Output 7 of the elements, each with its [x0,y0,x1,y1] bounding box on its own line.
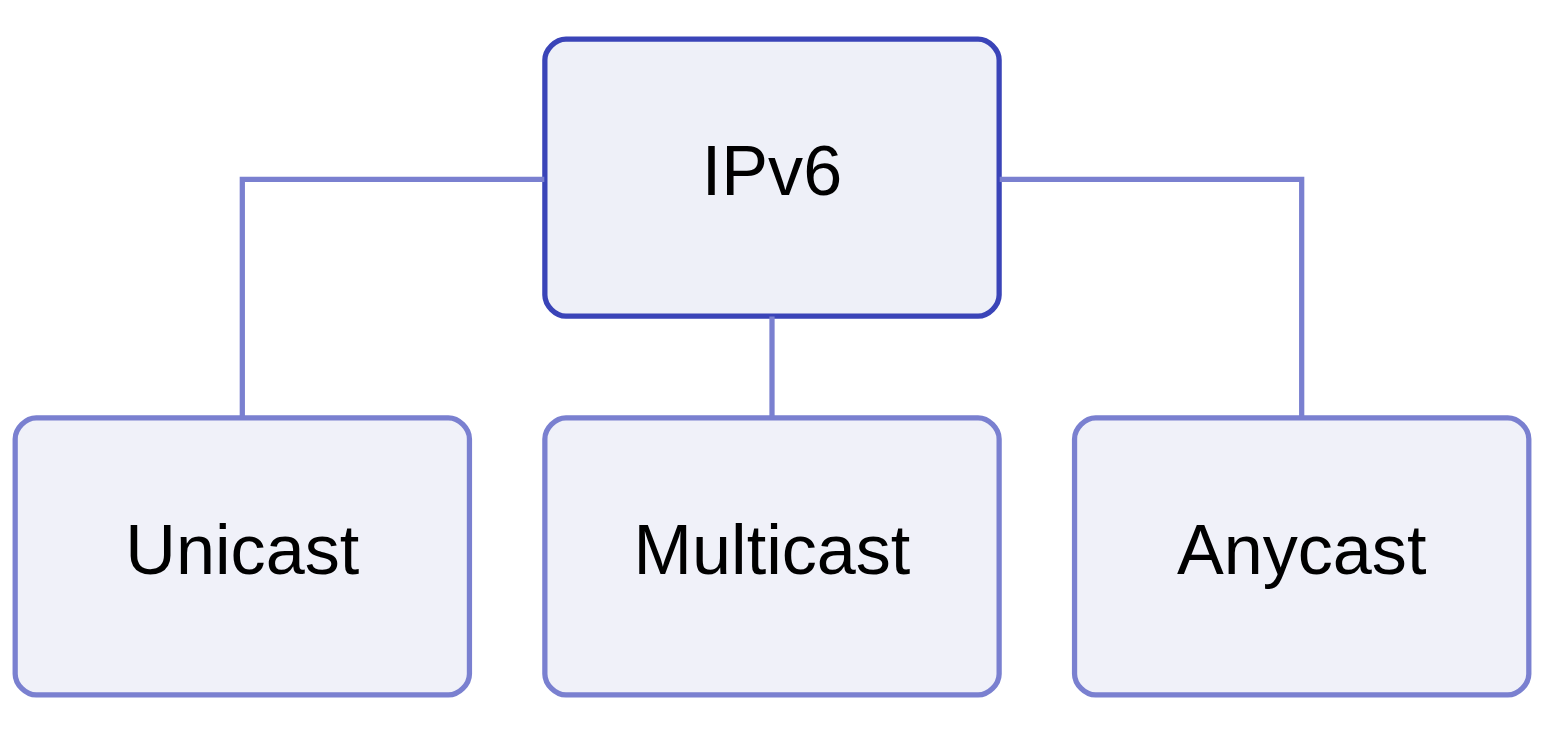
node-box: Unicast [12,414,473,698]
node-box: IPv6 [542,35,1002,319]
node-box: Multicast [542,414,1002,698]
connector [239,176,545,418]
node-box: Anycast [1071,414,1532,698]
connector [999,176,1305,418]
connector [769,316,775,418]
